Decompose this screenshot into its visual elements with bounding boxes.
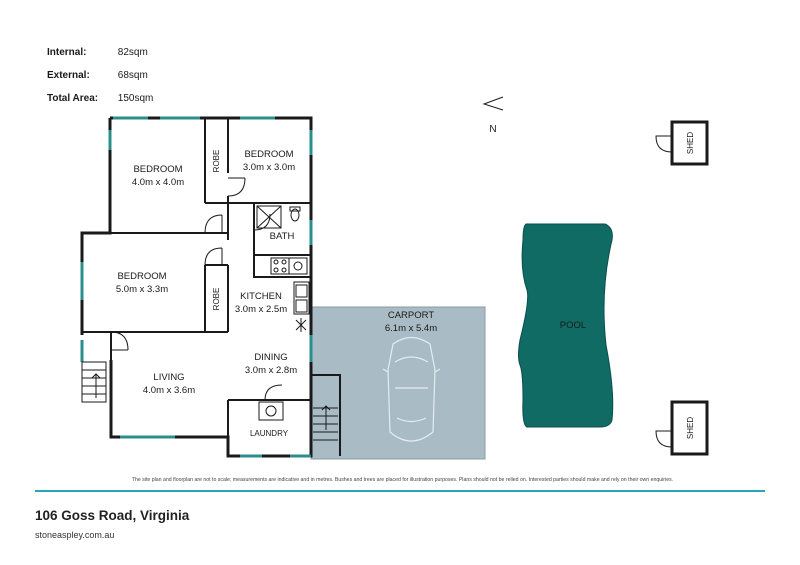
sink-icon: [293, 281, 310, 315]
appliance-icon: [295, 318, 307, 332]
compass-label: N: [489, 124, 496, 135]
shed-door-icon: [655, 135, 673, 153]
bedroom3-name: BEDROOM: [117, 271, 166, 282]
cooktop-icon: [270, 257, 290, 275]
laundry-tub-icon: [258, 401, 284, 421]
carport-steps: [313, 405, 338, 441]
area-internal-value: 82sqm: [117, 47, 148, 58]
robe1-label: ROBE: [212, 150, 221, 173]
basin-icon: [288, 257, 308, 275]
dining-size: 3.0m x 2.8m: [245, 365, 297, 376]
windows: [80, 116, 313, 458]
shed-door-icon: [655, 430, 673, 448]
kitchen-fixtures: [270, 257, 310, 332]
kitchen-name: KITCHEN: [240, 291, 282, 302]
entry-steps: [81, 361, 107, 403]
pool-label: POOL: [560, 320, 586, 331]
area-internal-label: Internal:: [47, 47, 87, 58]
compass: N: [482, 96, 504, 135]
property-address: 106 Goss Road, Virginia: [35, 508, 190, 523]
toilet-icon: [290, 208, 300, 222]
bath-label: BATH: [270, 231, 295, 242]
area-internal: Internal: 82sqm: [47, 47, 148, 58]
bedroom2-size: 3.0m x 3.0m: [243, 162, 295, 173]
area-external-label: External:: [47, 70, 90, 81]
laundry-label: LAUNDRY: [250, 429, 289, 438]
bedroom1-size: 4.0m x 4.0m: [132, 177, 184, 188]
dining-name: DINING: [254, 352, 287, 363]
robe2-label: ROBE: [212, 288, 221, 311]
pool-shape: [518, 223, 614, 428]
area-total: Total Area: 150sqm: [47, 93, 153, 104]
carport-name: CARPORT: [388, 310, 434, 321]
agency-website: stoneaspley.com.au: [35, 530, 115, 540]
shed-top: SHED: [655, 120, 709, 166]
shed-top-label: SHED: [686, 132, 695, 154]
disclaimer: The site plan and floorplan are not to s…: [131, 477, 674, 483]
kitchen-size: 3.0m x 2.5m: [235, 304, 287, 315]
interior-walls: [82, 118, 341, 456]
shed-bottom: SHED: [655, 400, 709, 456]
divider: [35, 490, 765, 492]
living-name: LIVING: [153, 372, 184, 383]
area-external: External: 68sqm: [47, 70, 148, 81]
bedroom2-name: BEDROOM: [244, 149, 293, 160]
laundry-fixture: [258, 401, 284, 421]
living-size: 4.0m x 3.6m: [143, 385, 195, 396]
area-external-value: 68sqm: [117, 70, 148, 81]
shed-bottom-label: SHED: [686, 417, 695, 439]
shower-icon: [256, 205, 282, 229]
area-total-label: Total Area:: [47, 93, 99, 104]
bedroom3-size: 5.0m x 3.3m: [116, 284, 168, 295]
bedroom1-name: BEDROOM: [133, 164, 182, 175]
carport-size: 6.1m x 5.4m: [385, 323, 437, 334]
area-total-value: 150sqm: [117, 93, 154, 104]
car-icon: [382, 336, 441, 442]
compass-arrow-icon: [482, 96, 504, 111]
